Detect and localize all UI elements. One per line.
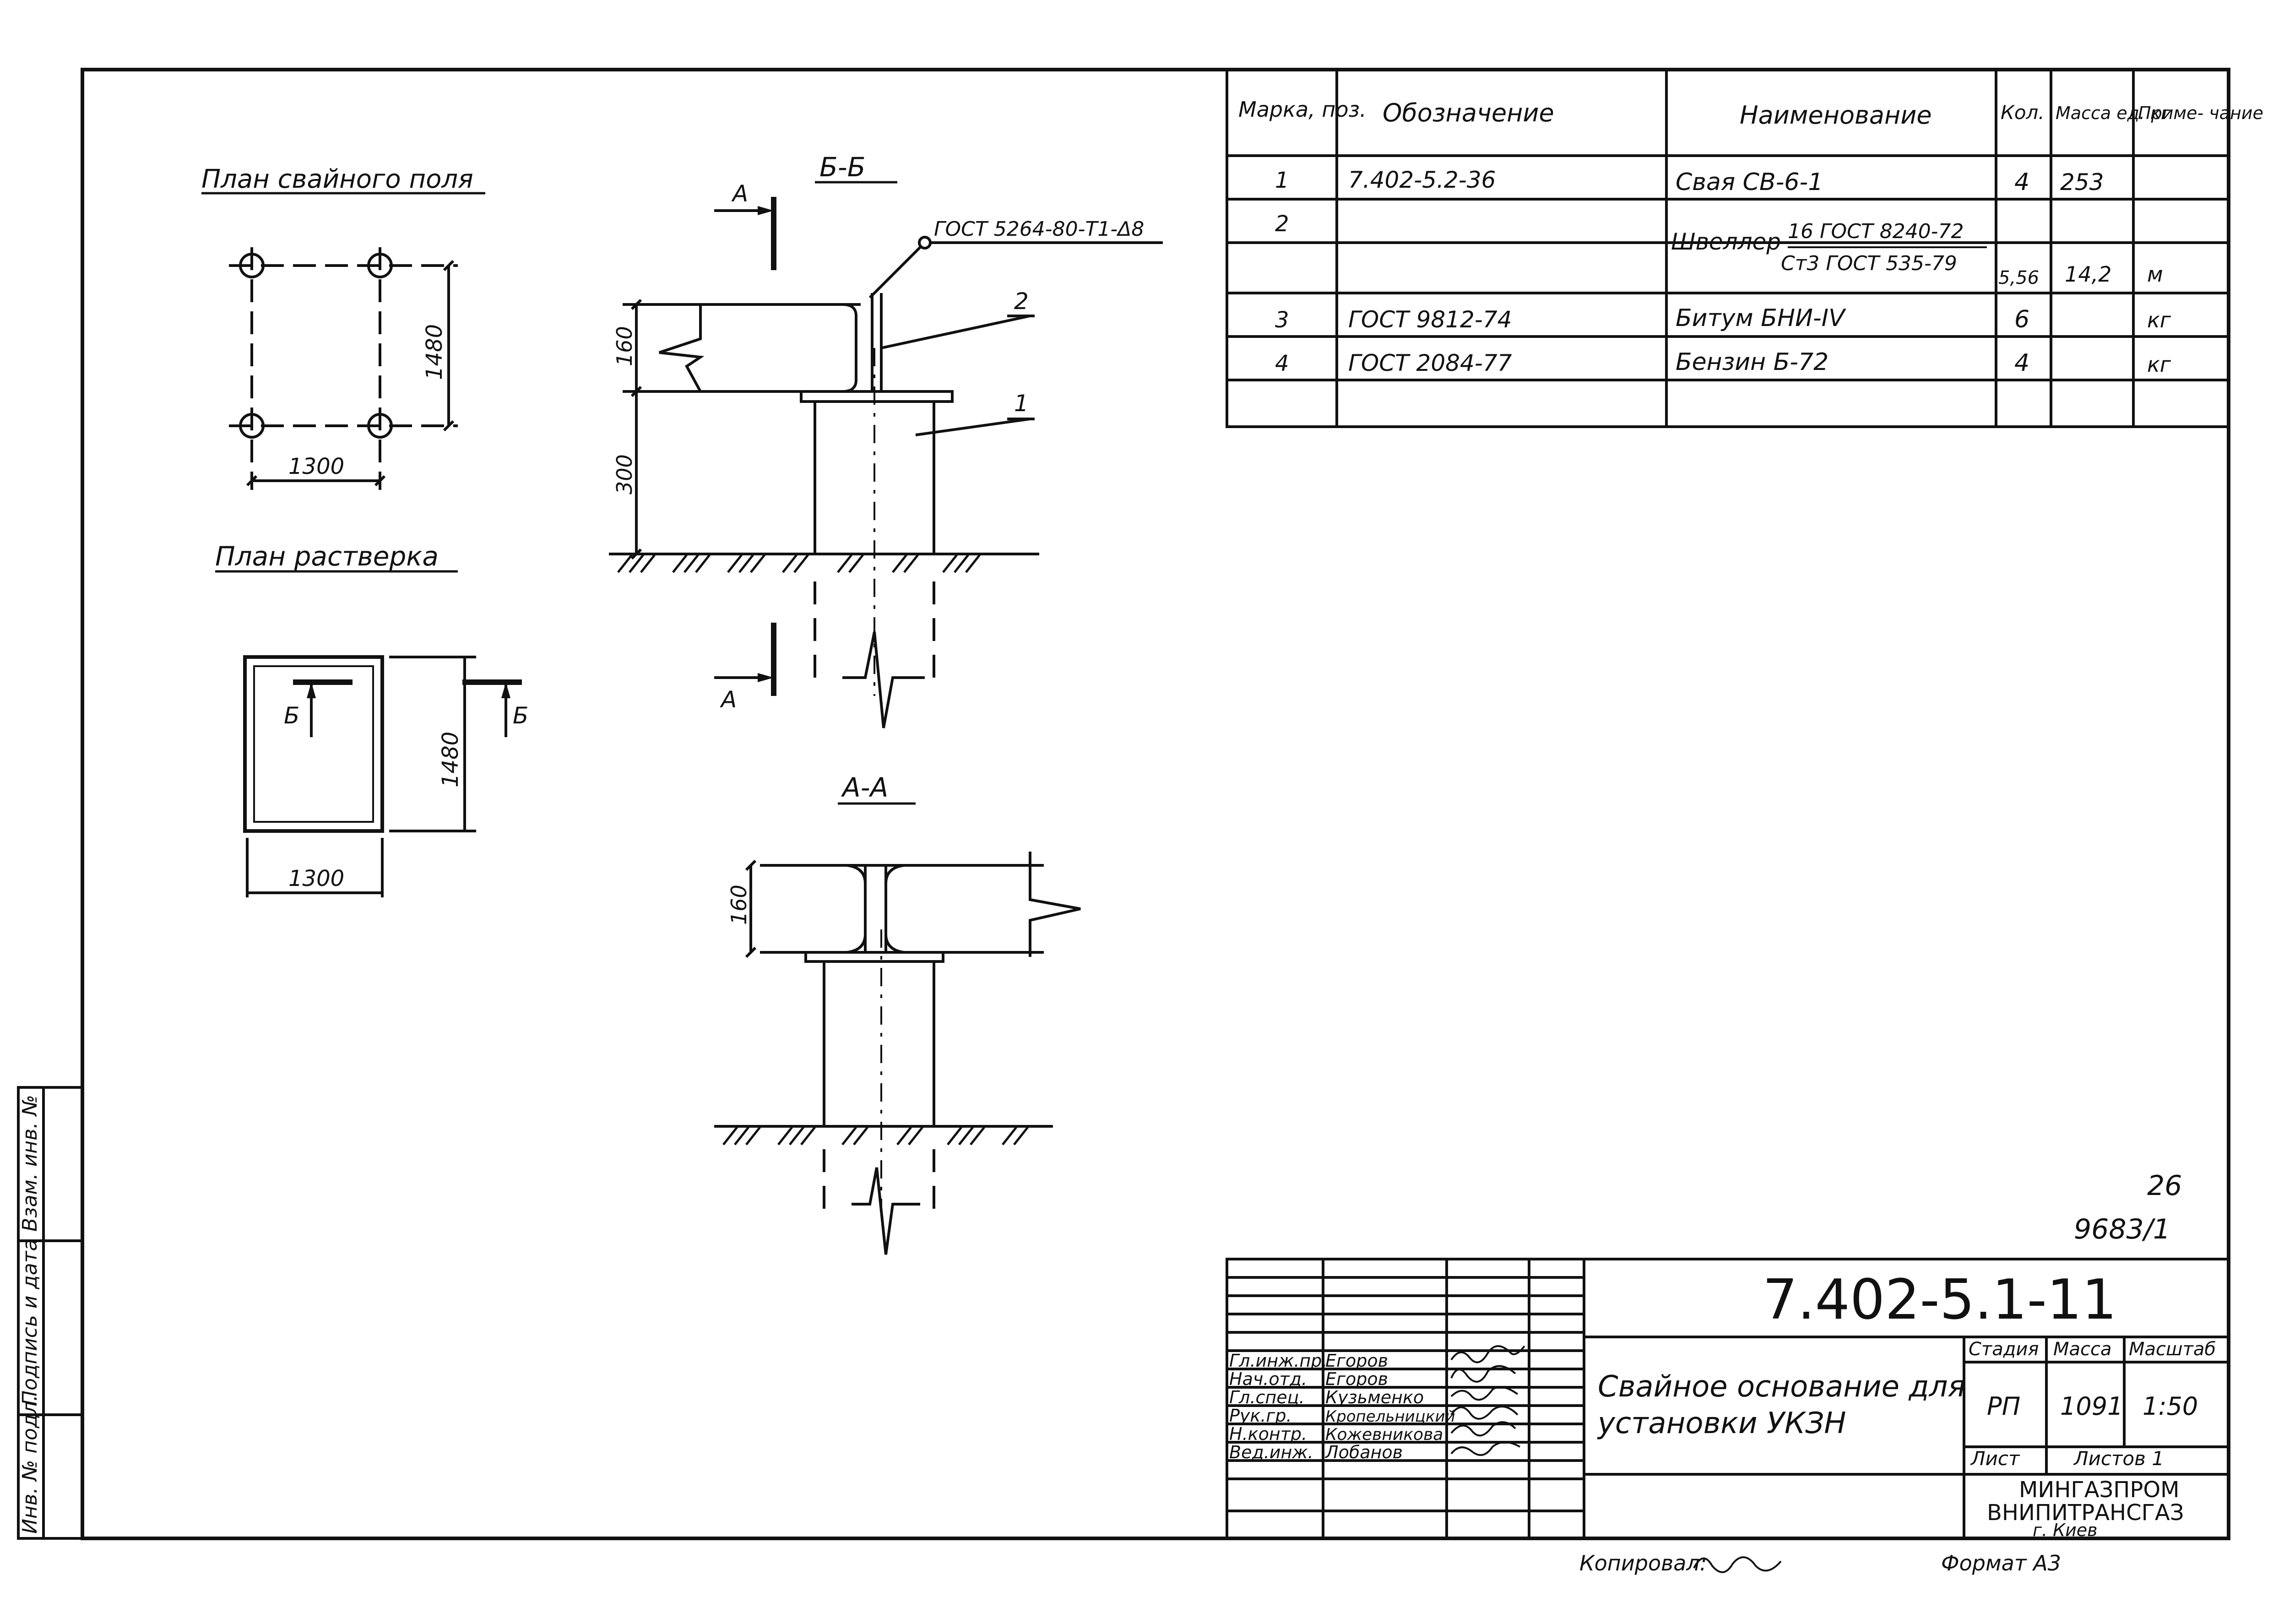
table-row-2-name-bottom: Ст3 ГОСТ 535-79 [1781, 252, 1957, 275]
org-line-1: МИНГАЗПРОМ [2019, 1477, 2180, 1503]
sheet-number: 26 [2147, 1170, 2182, 1202]
staff-role: Рук.гр. [1229, 1406, 1292, 1426]
section-bb-dim-160: 160 [612, 326, 637, 366]
spec-table: Марка, поз. Обозначение Наименование Кол… [1226, 68, 2263, 428]
table-row-3-note: кг [2147, 308, 2171, 332]
copied-label: Копировал: [1579, 1551, 1707, 1575]
section-bb-cut-top: А [731, 180, 748, 207]
inv-no-podl-label: Инв. № подл. [18, 1395, 42, 1534]
section-bb: Б-Б А А [609, 152, 1163, 728]
scale-value: 1:50 [2143, 1392, 2198, 1421]
table-row-4-pos: 4 [1275, 351, 1289, 376]
title-line-1: Свайное основание для [1598, 1370, 1965, 1404]
table-row-1-designation: 7.402-5.2-36 [1348, 167, 1496, 193]
section-aa-title: А-А [841, 772, 888, 803]
staff-name: Кузьменко [1325, 1387, 1424, 1407]
table-row-3-qty: 6 [2014, 306, 2029, 333]
signatures [1450, 1345, 1525, 1456]
header-designation: Обозначение [1383, 98, 1554, 127]
table-row-4-note: кг [2147, 352, 2171, 377]
staff-name: Кропельницкий [1325, 1407, 1455, 1426]
table-row-1-qty: 4 [2014, 168, 2029, 196]
plan-pile-field: План свайного поля 1300 1480 [201, 164, 485, 490]
table-row-1-mass: 253 [2060, 169, 2104, 196]
archive-number: 9683/1 [2074, 1213, 2170, 1245]
header-note: Приме- чание [2138, 103, 2263, 123]
org-line-2: ВНИПИТРАНСГАЗ [1987, 1500, 2184, 1526]
section-aa-dim-160: 160 [727, 885, 751, 925]
grillage-dim-width: 1300 [288, 866, 344, 891]
header-mark: Марка, поз. [1238, 97, 1367, 122]
header-name: Наименование [1740, 101, 1932, 130]
grillage-section-mark-right: Б [513, 702, 528, 729]
table-row-4-name: Бензин Б-72 [1676, 348, 1828, 376]
stage-value: РП [1987, 1392, 2020, 1421]
plan-grillage: План растверка Б Б 1300 1480 [215, 541, 528, 897]
podpis-i-data-label: Подпись и дата [18, 1239, 42, 1406]
table-row-2-pos: 2 [1275, 211, 1289, 237]
vzam-inv-label: Взам. инв. № [18, 1095, 42, 1232]
plan-grillage-title: План растверка [215, 541, 439, 572]
section-aa: А-А [714, 772, 1081, 1255]
mass-label: Масса [2053, 1339, 2112, 1360]
staff-role: Гл.спец. [1229, 1387, 1305, 1407]
title-block: 7.402-5.1-11 Свайное основание для устан… [1226, 1258, 2230, 1540]
section-bb-cut-bottom: А [720, 686, 737, 713]
grillage-section-mark-left: Б [284, 702, 299, 729]
plan-pile-dim-height: 1480 [422, 324, 447, 380]
header-qty: Кол. [2001, 101, 2045, 124]
format-label: Формат А3 [1941, 1551, 2061, 1575]
doc-code: 7.402-5.1-11 [1763, 1268, 2117, 1332]
weld-note: ГОСТ 5264-80-Т1-Δ8 [934, 217, 1144, 241]
org-line-3: г. Киев [2033, 1520, 2098, 1540]
sheets-label: Листов 1 [2073, 1447, 2164, 1470]
mass-value: 1091 [2060, 1392, 2123, 1421]
staff-role: Н.контр. [1229, 1424, 1307, 1444]
grillage-outline [243, 655, 384, 833]
sheet-label: Лист [1970, 1447, 2020, 1470]
staff-role: Гл.инж.пр. [1229, 1351, 1327, 1371]
copied-signature [1693, 1556, 1782, 1573]
table-row-3-name: Битум БНИ-IV [1676, 304, 1846, 332]
section-bb-dim-300: 300 [612, 454, 637, 494]
table-row-1-name: Свая СВ-6-1 [1676, 168, 1823, 196]
sheet-frame [81, 68, 2230, 1540]
grillage-dim-height: 1480 [438, 732, 463, 788]
table-row-2-name-top: 16 ГОСТ 8240-72 [1788, 220, 1964, 243]
staff-name: Кожевникова [1325, 1425, 1443, 1444]
leader-1-label: 1 [1014, 390, 1029, 417]
staff-name: Егоров [1325, 1351, 1388, 1371]
table-row-4-designation: ГОСТ 2084-77 [1348, 350, 1512, 376]
staff-name: Егоров [1325, 1369, 1388, 1389]
table-row-2-note: м [2147, 262, 2163, 287]
staff-role: Вед.инж. [1229, 1442, 1313, 1462]
table-row-3-pos: 3 [1275, 307, 1289, 333]
staff-role: Нач.отд. [1229, 1369, 1307, 1389]
plan-pile-dim-width: 1300 [288, 454, 344, 479]
table-row-3-designation: ГОСТ 9812-74 [1348, 306, 1512, 333]
stage-label: Стадия [1969, 1339, 2039, 1360]
leader-2-label: 2 [1014, 288, 1029, 315]
scale-label: Масштаб [2129, 1339, 2216, 1360]
section-bb-title: Б-Б [819, 152, 866, 183]
table-row-2-name: Швеллер [1671, 228, 1781, 255]
staff-name: Лобанов [1324, 1442, 1403, 1462]
left-strip [17, 1086, 84, 1540]
plan-pile-field-title: План свайного поля [201, 164, 473, 194]
table-row-4-qty: 4 [2014, 349, 2029, 377]
title-line-2: установки УКЗН [1597, 1407, 1846, 1440]
table-row-2-qty: 5,56 [1998, 267, 2039, 288]
header-mass: Масса ед. кг [2056, 103, 2170, 123]
table-row-2-mass: 14,2 [2065, 262, 2111, 287]
table-row-1-pos: 1 [1275, 168, 1289, 193]
